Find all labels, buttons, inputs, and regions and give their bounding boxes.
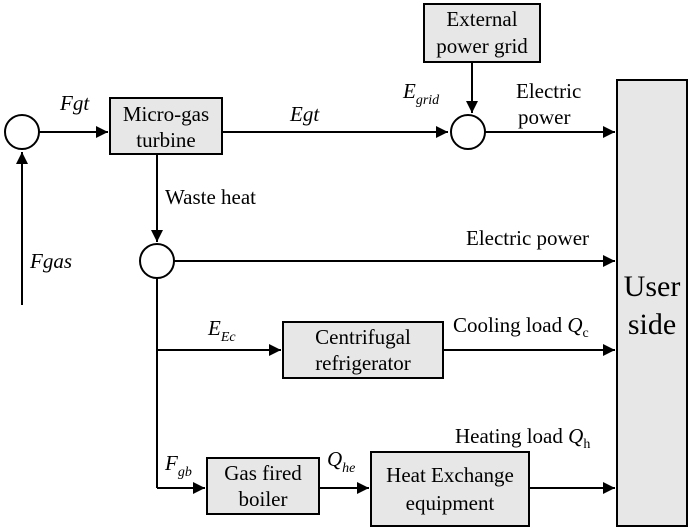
fgb-label: Fgb xyxy=(164,451,192,480)
egrid-label: Egrid xyxy=(402,79,440,108)
cooling-load-text: Cooling load xyxy=(453,313,567,337)
qhe-main: Q xyxy=(327,447,342,471)
eec-main: E xyxy=(207,316,221,340)
micro-gas-turbine-line2: turbine xyxy=(136,128,195,152)
egrid-sub: grid xyxy=(416,93,440,108)
fgb-main: F xyxy=(164,451,178,475)
gas-fired-boiler-block: Gas fired boiler xyxy=(206,457,320,515)
heat-exchange-equipment-block: Heat Exchange equipment xyxy=(370,451,530,527)
qhe-sub: he xyxy=(342,461,355,476)
egrid-main: E xyxy=(402,79,416,103)
gas-fired-boiler-line2: boiler xyxy=(239,487,288,511)
heating-load-text: Heating load xyxy=(455,424,568,448)
heating-load-label: Heating load Qh xyxy=(455,424,590,452)
eec-label: EEc xyxy=(207,316,236,345)
fgb-sub: gb xyxy=(178,465,192,480)
cooling-load-sub: c xyxy=(583,326,589,341)
gas-input-node xyxy=(4,114,40,150)
egt-label: Egt xyxy=(289,102,320,126)
external-grid-line1: External xyxy=(446,7,517,31)
external-grid-line2: power grid xyxy=(436,34,528,58)
electric-grid-node xyxy=(450,114,486,150)
qhe-label: Qhe xyxy=(327,447,355,476)
micro-gas-turbine-block: Micro-gas turbine xyxy=(109,97,223,155)
user-side-line2: side xyxy=(628,308,676,341)
heat-exchange-line2: equipment xyxy=(406,491,495,515)
heating-load-symbol: Q xyxy=(568,424,583,448)
micro-gas-turbine-line1: Micro-gas xyxy=(123,102,209,126)
waste-heat-node xyxy=(139,243,175,279)
fgt-label: Fgt xyxy=(59,91,90,115)
fgas-label: Fgas xyxy=(29,249,72,273)
gas-fired-boiler-line1: Gas fired xyxy=(224,461,302,485)
heat-exchange-line1: Heat Exchange xyxy=(386,463,514,487)
centrifugal-refrigerator-line2: refrigerator xyxy=(315,351,411,375)
centrifugal-refrigerator-block: Centrifugal refrigerator xyxy=(282,321,444,379)
waste-heat-label: Waste heat xyxy=(165,185,256,209)
electric-power-top-line2: power xyxy=(518,105,570,129)
centrifugal-refrigerator-line1: Centrifugal xyxy=(315,325,411,349)
electric-power-top-line1: Electric xyxy=(516,79,581,103)
external-power-grid-block: External power grid xyxy=(423,3,541,63)
heating-load-sub: h xyxy=(583,437,590,452)
cooling-load-label: Cooling load Qc xyxy=(453,313,589,341)
user-side-block: User side xyxy=(616,79,688,527)
cooling-load-symbol: Q xyxy=(567,313,582,337)
user-side-line1: User xyxy=(624,270,681,303)
eec-sub: Ec xyxy=(220,330,237,345)
electric-power-mid-label: Electric power xyxy=(466,226,589,250)
